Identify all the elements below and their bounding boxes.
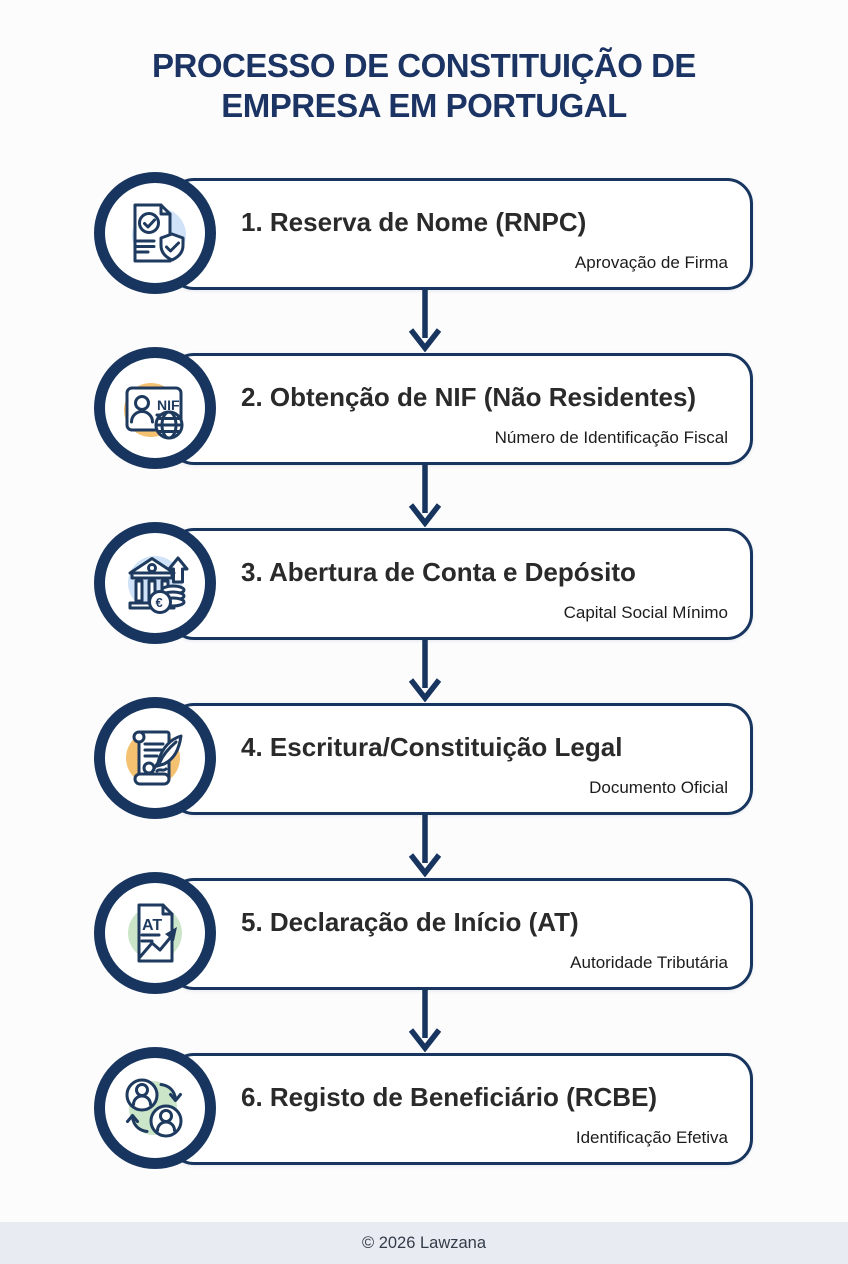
bank-coins-growth-icon: € bbox=[128, 556, 189, 614]
step-subtitle: Número de Identificação Fiscal bbox=[494, 428, 728, 447]
scroll-quill-icon bbox=[126, 730, 183, 786]
step-2-box: 2. Obtenção de NIF (Não Residentes) Núme… bbox=[168, 353, 753, 465]
step-3-badge: € bbox=[94, 522, 216, 644]
step-6-box: 6. Registo de Beneficiário (RCBE) Identi… bbox=[168, 1053, 753, 1165]
step-2-badge: NIF bbox=[94, 347, 216, 469]
step-2-obtencao-nif: 2. Obtenção de NIF (Não Residentes) Núme… bbox=[0, 347, 848, 473]
step-3-abertura-conta: 3. Abertura de Conta e Depósito Capital … bbox=[0, 522, 848, 648]
step-subtitle: Identificação Efetiva bbox=[575, 1128, 728, 1147]
people-exchange-icon bbox=[125, 1078, 183, 1138]
step-title: 5. Declaração de Início (AT) bbox=[241, 907, 579, 937]
step-6-badge bbox=[94, 1047, 216, 1169]
step-5-box: 5. Declaração de Início (AT) Autoridade … bbox=[168, 878, 753, 990]
step-1-reserva-de-nome: 1. Reserva de Nome (RNPC) Aprovação de F… bbox=[0, 172, 848, 298]
svg-text:AT: AT bbox=[142, 917, 162, 934]
step-4-escritura: 4. Escritura/Constituição Legal Document… bbox=[0, 697, 848, 823]
step-subtitle: Capital Social Mínimo bbox=[563, 603, 728, 622]
flow-arrow-icon bbox=[408, 288, 442, 352]
step-title: 3. Abertura de Conta e Depósito bbox=[241, 557, 636, 587]
step-subtitle: Aprovação de Firma bbox=[574, 253, 728, 272]
at-document-growth-icon: AT bbox=[128, 903, 182, 963]
step-4-box: 4. Escritura/Constituição Legal Document… bbox=[168, 703, 753, 815]
svg-text:€: € bbox=[156, 595, 163, 610]
page-title-line2: EMPRESA EM PORTUGAL bbox=[221, 87, 627, 124]
step-title: 2. Obtenção de NIF (Não Residentes) bbox=[241, 382, 697, 412]
step-title: 1. Reserva de Nome (RNPC) bbox=[241, 207, 587, 237]
nif-id-card-globe-icon: NIF bbox=[124, 383, 184, 440]
page-title-line1: PROCESSO DE CONSTITUIÇÃO DE bbox=[152, 47, 696, 84]
step-1-badge bbox=[94, 172, 216, 294]
flow-arrow-icon bbox=[408, 988, 442, 1052]
step-3-box: 3. Abertura de Conta e Depósito Capital … bbox=[168, 528, 753, 640]
flow-arrow-icon bbox=[408, 813, 442, 877]
svg-text:NIF: NIF bbox=[157, 397, 180, 413]
step-subtitle: Documento Oficial bbox=[589, 778, 728, 797]
step-6-registo-beneficiario: 6. Registo de Beneficiário (RCBE) Identi… bbox=[0, 1047, 848, 1173]
flow-arrow-icon bbox=[408, 638, 442, 702]
step-title: 4. Escritura/Constituição Legal bbox=[241, 732, 623, 762]
step-5-declaracao-inicio: 5. Declaração de Início (AT) Autoridade … bbox=[0, 872, 848, 998]
flow-arrow-icon bbox=[408, 463, 442, 527]
step-1-box: 1. Reserva de Nome (RNPC) Aprovação de F… bbox=[168, 178, 753, 290]
step-title: 6. Registo de Beneficiário (RCBE) bbox=[241, 1082, 658, 1112]
step-subtitle: Autoridade Tributária bbox=[570, 953, 728, 972]
step-4-badge bbox=[94, 697, 216, 819]
copyright-text: © 2026 Lawzana bbox=[361, 1233, 487, 1252]
footer-band: © 2026 Lawzana bbox=[0, 1222, 848, 1264]
step-5-badge: AT bbox=[94, 872, 216, 994]
document-shield-check-icon bbox=[132, 203, 186, 263]
